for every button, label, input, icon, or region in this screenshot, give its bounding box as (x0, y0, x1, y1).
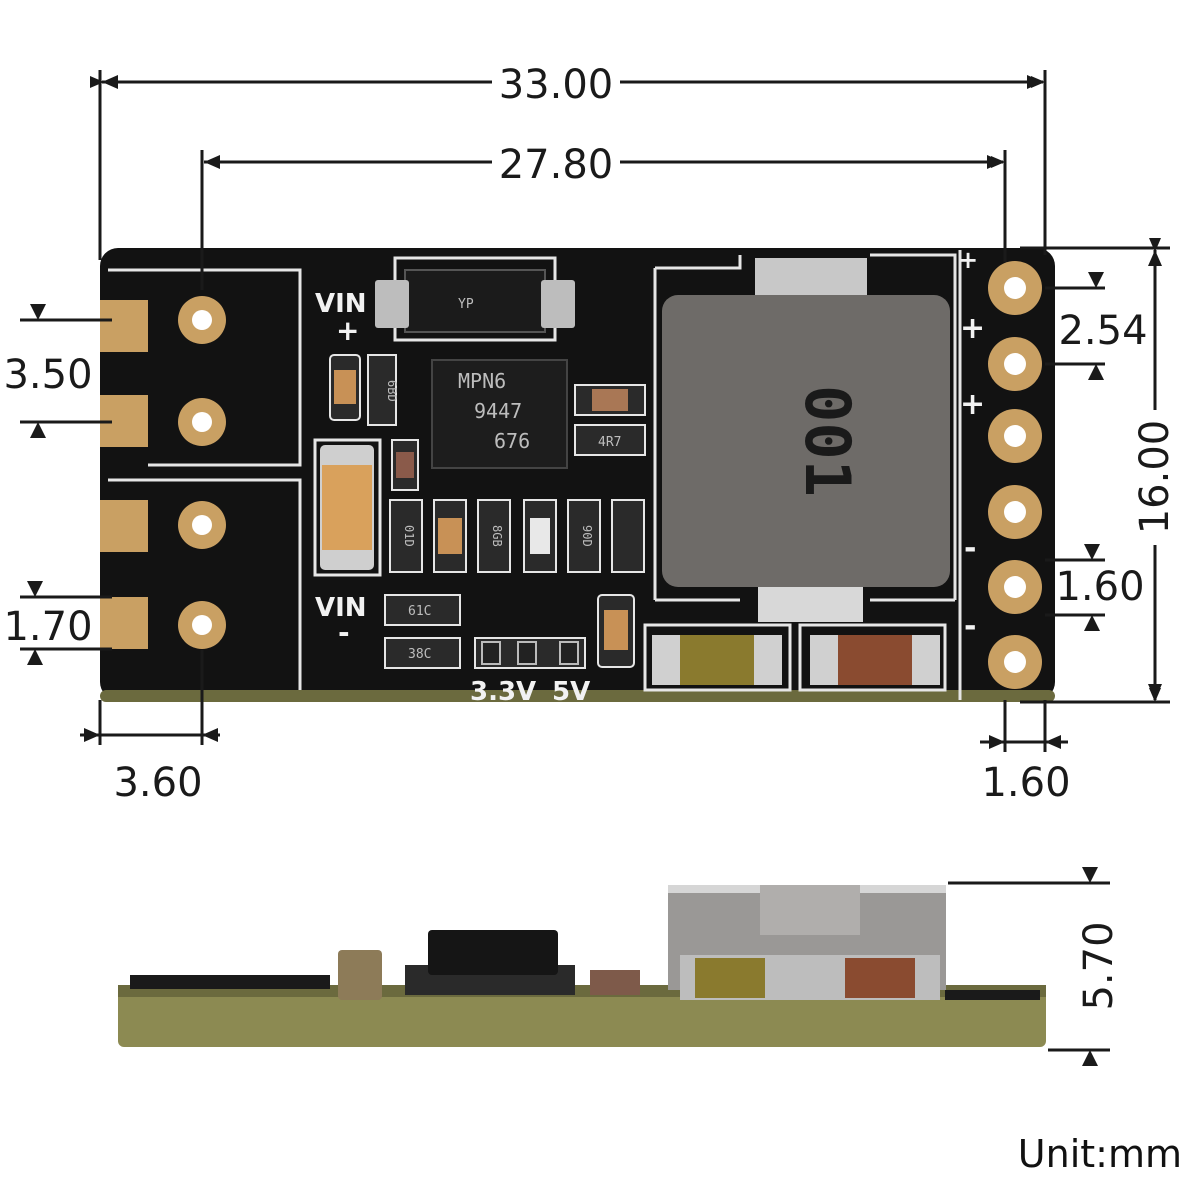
dim-right-offset: 1.60 (981, 760, 1070, 806)
dim-pad-width: 1.70 (3, 604, 92, 650)
input-capacitor (320, 445, 374, 570)
label-5v: 5V (552, 677, 590, 707)
res-6bd: 6BD (385, 380, 399, 402)
passive-components: 6BD 4R7 01D 8GB 90D 61C 38C (329, 354, 940, 685)
dim-overall-width: 33.00 (499, 62, 614, 108)
pin-minus-2: - (964, 609, 976, 644)
diode-mark: YP (458, 297, 474, 312)
res-61c: 61C (408, 604, 431, 619)
left-pads (100, 300, 148, 649)
pin-minus-1: - (964, 531, 976, 566)
inductor-mark: 001 (791, 385, 864, 497)
side-view (118, 885, 1046, 1047)
pin-plus-3: + (960, 387, 985, 422)
vin-plus-sign: + (336, 314, 359, 347)
res-8gb: 8GB (490, 525, 504, 547)
pin-plus-2: + (960, 311, 985, 346)
res-38c: 38C (408, 647, 431, 662)
left-holes (178, 296, 226, 649)
dim-pin-pitch: 2.54 (1058, 308, 1147, 354)
dim-pad-spacing: 3.50 (3, 352, 92, 398)
dimension-labels: 33.00 27.80 16.00 2.54 1.60 3.50 1.70 3.… (3, 62, 1178, 806)
vin-minus-label: VIN (315, 593, 367, 623)
dimension-arrows (27, 75, 1162, 749)
dim-left-offset: 3.60 (113, 760, 202, 806)
side-pcb-edge (118, 985, 1046, 1047)
label-3v3: 3.3V (470, 677, 536, 707)
right-header-pins (988, 261, 1042, 689)
dim-hole-spacing: 27.80 (499, 142, 614, 188)
unit-label: Unit:mm (1017, 1132, 1182, 1176)
res-01d: 01D (402, 525, 416, 547)
vin-plus-label: VIN (315, 289, 367, 319)
pin-plus-1: + (958, 246, 978, 274)
top-view: YP MPN6 9447 676 001 6BD (100, 246, 1055, 707)
side-dimension (948, 881, 1110, 1052)
left-pad-1 (100, 300, 148, 352)
chip-line-3: 676 (494, 429, 530, 453)
chip-line-1: MPN6 (458, 369, 506, 393)
dim-board-height: 16.00 (1132, 420, 1178, 535)
left-pad-4 (100, 597, 148, 649)
res-4r7: 4R7 (598, 435, 621, 450)
res-90d: 90D (580, 525, 594, 547)
left-pad-3 (100, 500, 148, 552)
dim-right-hole: 1.60 (1055, 564, 1144, 610)
chip-line-2: 9447 (474, 399, 522, 423)
inductor: 001 (662, 258, 950, 622)
dim-component-height: 5.70 (1076, 921, 1122, 1010)
controller-ic: MPN6 9447 676 (431, 359, 568, 469)
vin-minus-sign: - (338, 616, 350, 649)
diode: YP (375, 269, 575, 333)
